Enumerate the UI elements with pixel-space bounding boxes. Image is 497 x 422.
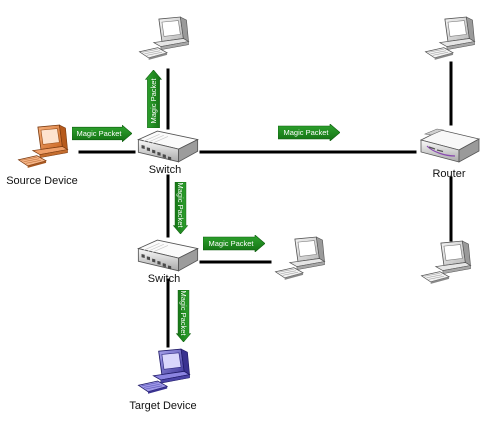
computer-icon	[138, 16, 190, 61]
magic-packet-switch-down: Magic Packet	[173, 182, 188, 234]
network-switch-icon	[137, 239, 199, 272]
target-device[interactable]: Target Device	[129, 348, 197, 412]
computer-icon	[17, 124, 69, 169]
top-computer[interactable]	[138, 16, 190, 61]
router-top-computer[interactable]	[424, 16, 476, 61]
computer-icon	[137, 348, 191, 395]
network-links	[78, 61, 453, 348]
router-icon	[420, 128, 480, 163]
switch-top[interactable]: Switch	[137, 130, 199, 176]
magic-packet-label: Magic Packet	[208, 239, 254, 248]
right-computer[interactable]	[274, 236, 326, 281]
magic-packet-label: Magic Packet	[176, 182, 185, 228]
magic-packet-label: Magic Packet	[283, 128, 329, 137]
network-switch-icon	[137, 130, 199, 163]
source-device[interactable]: Source Device	[6, 124, 78, 187]
router-label: Router	[432, 168, 465, 180]
source-device-label: Source Device	[6, 175, 78, 187]
router-bottom-computer[interactable]	[420, 240, 472, 285]
computer-icon	[424, 16, 476, 61]
magic-packet-switch-to-right-pc: Magic Packet	[203, 235, 265, 252]
magic-packet-label: Magic Packet	[76, 129, 122, 138]
switch-bottom-label: Switch	[148, 273, 180, 285]
magic-packet-switch-to-router: Magic Packet	[278, 124, 340, 141]
switch-top-label: Switch	[149, 164, 181, 176]
magic-packet-label: Magic Packet	[179, 290, 188, 336]
magic-packet-label: Magic Packet	[149, 78, 158, 124]
switch-bottom[interactable]: Switch	[137, 239, 199, 285]
magic-packet-source-to-switch: Magic Packet	[72, 125, 132, 142]
target-device-label: Target Device	[129, 400, 196, 412]
router-device[interactable]: Router	[420, 128, 480, 180]
magic-packet-switch-up: Magic Packet	[145, 70, 162, 128]
computer-icon	[420, 240, 472, 285]
magic-packet-switch-to-target: Magic Packet	[176, 290, 191, 342]
computer-icon	[274, 236, 326, 281]
